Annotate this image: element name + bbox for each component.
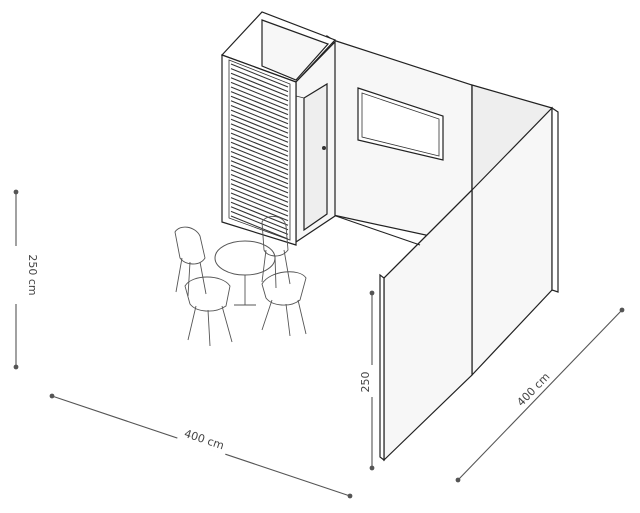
louvre-slat	[230, 109, 289, 134]
dimension-label-width-left: 400 cm	[182, 427, 225, 452]
louvre-slat	[230, 155, 289, 180]
louvre-slat	[230, 127, 289, 153]
dimension-height-front: 250	[359, 290, 376, 471]
louvre-slat	[230, 141, 289, 166]
louvre-slat	[230, 169, 289, 194]
louvre-slat	[230, 173, 289, 199]
floor-edge	[332, 214, 421, 246]
louvre-slat	[230, 100, 289, 125]
louvre-slat	[230, 206, 289, 231]
louvre-slat	[230, 81, 289, 106]
chair	[261, 271, 307, 337]
louvre-slat	[230, 210, 289, 235]
chair	[184, 276, 233, 347]
louvre-slat	[230, 95, 289, 120]
louvre-slat	[230, 72, 289, 97]
dimension-label-width-right: 400 cm	[514, 370, 552, 409]
louvre-slat	[230, 123, 289, 148]
louvre-slat	[230, 146, 289, 171]
wall-picture	[357, 87, 444, 161]
storage-door-louvres	[230, 63, 289, 240]
louvre-slat	[230, 215, 289, 240]
louvre-slat	[230, 178, 289, 203]
chair	[261, 216, 291, 289]
louvre-slat	[230, 77, 289, 102]
louvre-slat	[230, 150, 289, 176]
louvre-slat	[230, 201, 289, 226]
louvre-slat	[230, 63, 289, 88]
louvre-slat	[230, 183, 289, 208]
louvre-slat	[230, 114, 289, 139]
louvre-slat	[230, 164, 289, 189]
dimension-label-height: 250 cm	[26, 254, 39, 295]
louvre-slat	[230, 86, 289, 111]
dimension-height-left: 250 cm	[9, 189, 39, 370]
dimension-width-left: 400 cm	[49, 393, 353, 499]
louvre-slat	[230, 91, 289, 116]
dimension-label-front-height: 250	[359, 372, 372, 393]
louvre-slat	[230, 68, 289, 93]
right-wall	[471, 84, 559, 377]
louvre-slat	[230, 192, 289, 217]
chair	[174, 226, 207, 297]
louvre-slat	[230, 118, 289, 143]
louvre-slat	[230, 187, 289, 212]
louvre-slat	[230, 160, 289, 185]
front-wall	[379, 188, 473, 462]
louvre-slat	[230, 132, 289, 157]
louvre-slat	[230, 137, 289, 162]
louvre-slat	[230, 104, 289, 130]
